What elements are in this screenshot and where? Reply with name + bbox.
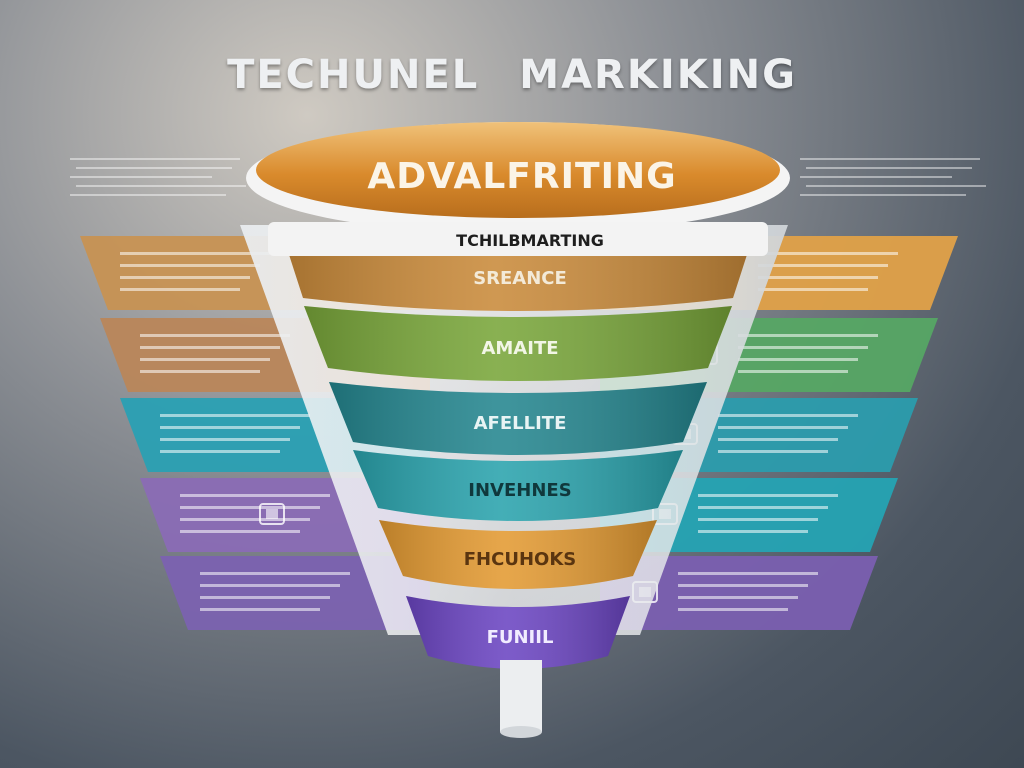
funnel-level: FUNIIL — [406, 596, 630, 669]
panel-text-line — [738, 346, 868, 349]
right-panel — [600, 556, 878, 630]
panel-text-line — [160, 426, 300, 429]
panel-text-line — [678, 608, 788, 611]
funnel-rim-band — [268, 222, 768, 256]
panel-text-line — [140, 370, 260, 373]
funnel-level-label: AFELLITE — [474, 413, 567, 434]
panel-text-line — [160, 438, 290, 441]
panel-text-line — [120, 252, 270, 255]
panel-text-line — [200, 572, 350, 575]
panel-text-line — [140, 334, 290, 337]
panel-text-line — [180, 494, 330, 497]
funnel-level-label: INVEHNES — [468, 480, 571, 501]
panel-text-line — [120, 276, 250, 279]
funnel-level: INVEHNES — [353, 450, 683, 521]
text-line — [806, 167, 972, 169]
panel-text-line — [160, 414, 310, 417]
panel-text-line — [738, 334, 878, 337]
right-text-block — [800, 158, 986, 196]
panel-text-line — [678, 572, 818, 575]
funnel-level-label: AMAITE — [481, 338, 558, 359]
funnel-spout — [500, 660, 542, 732]
text-line — [76, 167, 232, 169]
panel-text-line — [120, 264, 260, 267]
panel-text-line — [758, 288, 868, 291]
left-text-block — [70, 158, 246, 196]
funnel-level: AFELLITE — [329, 382, 707, 455]
panel-text-line — [718, 438, 838, 441]
panel-text-line — [758, 264, 888, 267]
funnel-rim-label: TCHILBMARTING — [456, 231, 604, 250]
panel-text-line — [678, 584, 808, 587]
funnel-level-label: FUNIIL — [487, 627, 554, 648]
funnel-level-label: FHCUHOKS — [464, 549, 576, 570]
text-line — [76, 185, 246, 187]
text-line — [70, 158, 240, 160]
panel-text-line — [120, 288, 240, 291]
text-line — [806, 185, 986, 187]
panel-text-line — [180, 530, 300, 533]
left-panel — [160, 556, 430, 630]
panel-text-line — [180, 518, 310, 521]
panel-text-line — [140, 346, 280, 349]
funnel-level: FHCUHOKS — [379, 520, 657, 589]
text-line — [800, 158, 980, 160]
panel-text-line — [698, 518, 818, 521]
panel-text-line — [698, 494, 838, 497]
text-line — [70, 194, 226, 196]
diagram-title: TECHUNEL MARKIKING — [0, 52, 1024, 98]
panel-text-line — [160, 450, 280, 453]
text-line — [70, 176, 212, 178]
panel-text-line — [698, 506, 828, 509]
funnel-level: AMAITE — [304, 306, 732, 381]
title-word-2: MARKIKING — [519, 52, 797, 98]
panel-text-line — [698, 530, 808, 533]
panel-text-line — [200, 584, 340, 587]
panel-text-line — [718, 450, 828, 453]
panel-text-line — [200, 596, 330, 599]
panel-text-line — [738, 358, 858, 361]
panel-text-line — [140, 358, 270, 361]
funnel-top-bowl — [256, 122, 780, 218]
funnel-level-label: SREANCE — [473, 268, 567, 289]
document-icon — [259, 503, 285, 525]
panel-text-line — [758, 276, 878, 279]
title-word-1: TECHUNEL — [227, 52, 480, 98]
funnel-top-label: ADVALFRITING — [367, 156, 676, 197]
funnel-spout-end — [500, 726, 542, 738]
panel-text-line — [718, 426, 848, 429]
funnel-levels: SREANCE AMAITE AFELLITE INVEHNES FHCUHOKS FUN… — [283, 236, 753, 669]
panel-text-line — [738, 370, 848, 373]
panel-text-line — [758, 252, 898, 255]
panel-text-line — [718, 414, 858, 417]
panel-text-line — [180, 506, 320, 509]
text-line — [800, 194, 966, 196]
panel-text-line — [200, 608, 320, 611]
panel-text-line — [678, 596, 798, 599]
text-line — [800, 176, 952, 178]
